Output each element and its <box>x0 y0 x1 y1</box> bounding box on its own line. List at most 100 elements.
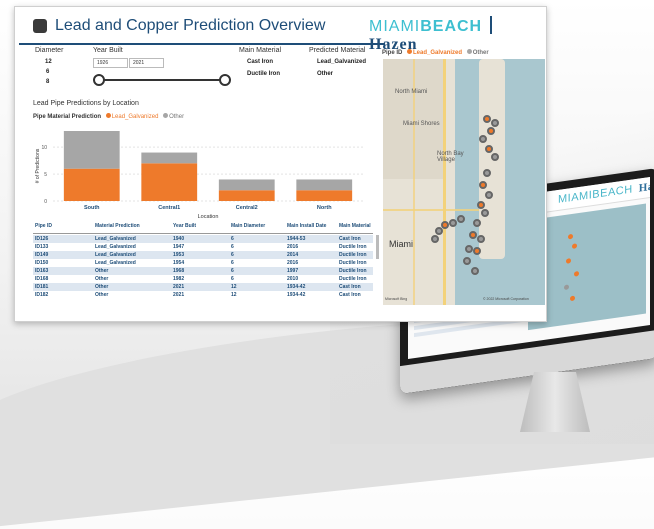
diameter-option[interactable]: 12 <box>45 59 52 65</box>
table-cell: ID168 <box>35 276 49 282</box>
map-place-label: Miami Shores <box>403 121 440 127</box>
map-pipe-marker[interactable] <box>477 235 485 243</box>
map-place-label: North Miami <box>395 89 428 95</box>
bar-segment-other <box>218 179 275 191</box>
column-header[interactable]: Material Prediction <box>95 223 140 229</box>
slider-handle-end[interactable] <box>219 74 231 86</box>
year-range-slider[interactable] <box>93 74 231 86</box>
map-pipe-marker[interactable] <box>487 127 495 135</box>
map-legend-item: Lead_Galvanized <box>413 50 463 56</box>
slider-handle-start[interactable] <box>93 74 105 86</box>
predicted-material-option[interactable]: Lead_Galvanized <box>317 59 367 65</box>
map-pipe-marker[interactable] <box>479 135 487 143</box>
legend-swatch-icon <box>407 49 413 54</box>
table-cell: 1968 <box>173 268 185 274</box>
bar-segment-other <box>141 152 198 164</box>
map-pipe-marker[interactable] <box>481 209 489 217</box>
table-cell: Lead_Galvanized <box>95 260 136 266</box>
map-pipe-marker[interactable] <box>435 227 443 235</box>
map-pipe-marker[interactable] <box>479 181 487 189</box>
table-cell: Cast Iron <box>339 284 361 290</box>
map-pipe-marker[interactable] <box>483 115 491 123</box>
table-cell: 1997 <box>287 268 299 274</box>
column-header[interactable]: Main Install Date <box>287 223 327 229</box>
map-road <box>383 209 479 211</box>
table-cell: 1934-42 <box>287 292 306 298</box>
page-title: Lead and Copper Prediction Overview <box>55 17 326 34</box>
map-pipe-marker[interactable] <box>469 231 477 239</box>
table-cell: 1934-42 <box>287 284 306 290</box>
table-cell: Cast Iron <box>339 292 361 298</box>
map-pipe-marker[interactable] <box>473 219 481 227</box>
map-road <box>413 59 415 305</box>
table-cell: 6 <box>231 268 234 274</box>
monitor-stand <box>520 372 590 432</box>
diameter-label: Diameter <box>35 47 64 54</box>
table-cell: ID182 <box>35 292 49 298</box>
table-cell: 1944-53 <box>287 236 306 242</box>
map-pipe-marker[interactable] <box>485 191 493 199</box>
map-legend: Pipe ID Lead_Galvanized Other <box>382 49 489 56</box>
diameter-option[interactable]: 8 <box>46 79 50 85</box>
map-pipe-marker[interactable] <box>449 219 457 227</box>
map-pipe-marker[interactable] <box>485 145 493 153</box>
bar-segment-lead-galvanized <box>296 190 353 201</box>
x-tick-label: Central2 <box>236 205 258 211</box>
column-header[interactable]: Pipe ID <box>35 223 52 229</box>
column-header[interactable]: Year Built <box>173 223 197 229</box>
map-pipe-marker[interactable] <box>465 245 473 253</box>
main-material-option[interactable]: Cast Iron <box>247 59 274 65</box>
table-cell: 6 <box>231 260 234 266</box>
dashboard-report: Lead and Copper Prediction Overview MIAM… <box>14 6 547 322</box>
table-cell: 2014 <box>287 252 299 258</box>
table-scrollbar[interactable] <box>376 235 379 259</box>
map-pipe-marker[interactable] <box>477 201 485 209</box>
table-cell: 2021 <box>173 284 185 290</box>
year-to-input[interactable]: 2021 <box>129 58 164 68</box>
bar-segment-lead-galvanized <box>218 190 275 201</box>
map-pipe-marker[interactable] <box>431 235 439 243</box>
map-pipe-marker[interactable] <box>491 119 499 127</box>
legend-item: Lead_Galvanized <box>111 114 159 120</box>
column-header[interactable]: Main Material <box>339 223 371 229</box>
table-cell: Lead_Galvanized <box>95 236 136 242</box>
x-tick-label: South <box>84 205 100 211</box>
map-pipe-marker[interactable] <box>491 153 499 161</box>
table-cell: ID163 <box>35 268 49 274</box>
diameter-option[interactable]: 6 <box>46 69 50 75</box>
table-cell: Ductile Iron <box>339 268 367 274</box>
map-pipe-marker[interactable] <box>463 257 471 265</box>
year-from-input[interactable]: 1926 <box>93 58 128 68</box>
y-tick-label: 0 <box>44 199 47 205</box>
y-axis-label: # of Predictions <box>35 148 41 183</box>
y-tick-label: 5 <box>44 172 47 178</box>
bar-segment-lead-galvanized <box>63 168 120 201</box>
table-cell: 1940 <box>173 236 185 242</box>
table-cell: 1947 <box>173 244 185 250</box>
table-cell: 2021 <box>173 292 185 298</box>
map-pipe-marker[interactable] <box>441 221 449 229</box>
main-material-option[interactable]: Ductile Iron <box>247 71 281 77</box>
logo-beach: BEACH <box>420 18 483 35</box>
map-pipe-marker[interactable] <box>457 215 465 223</box>
pipe-map[interactable]: North Miami Miami Shores North Bay Villa… <box>383 59 545 305</box>
table-cell: 12 <box>231 284 237 290</box>
y-tick-label: 10 <box>41 145 47 151</box>
map-pipe-marker[interactable] <box>471 267 479 275</box>
map-pipe-marker[interactable] <box>473 247 481 255</box>
header-rule <box>19 43 385 45</box>
map-pipe-marker[interactable] <box>483 169 491 177</box>
table-cell: ID126 <box>35 236 49 242</box>
table-cell: 2010 <box>287 276 299 282</box>
column-header[interactable]: Main Diameter <box>231 223 266 229</box>
legend-item: Other <box>169 114 185 120</box>
predicted-material-option[interactable]: Other <box>317 71 334 77</box>
